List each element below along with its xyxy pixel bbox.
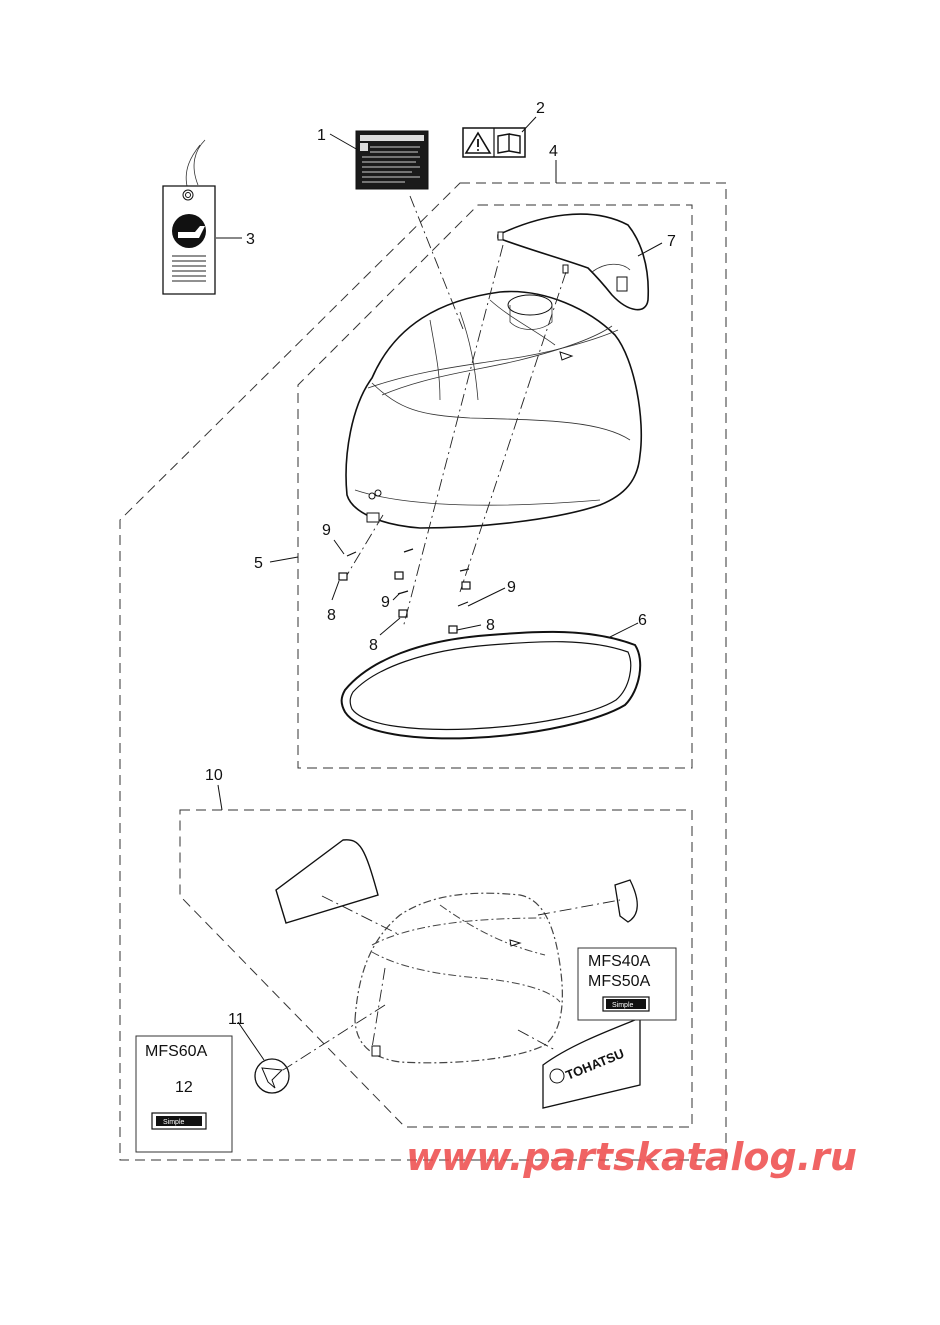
callout-9-center: 9 <box>381 594 390 611</box>
cover-cap <box>497 213 650 311</box>
callout-6: 6 <box>638 612 647 629</box>
emblem-badge <box>254 1058 290 1094</box>
oil-tag <box>162 139 216 295</box>
watermark-text: www.partskatalog.ru <box>406 1135 857 1179</box>
model-label-mfs60a: MFS60A <box>145 1043 208 1060</box>
callout-12: 12 <box>175 1079 193 1096</box>
assembly-lines-upper <box>346 195 567 629</box>
callout-leaders <box>216 116 663 1061</box>
group-5-outline <box>297 204 693 769</box>
model-box-mfs60a: MFS60A Simple <box>135 1035 233 1153</box>
manual-book-icon <box>497 133 521 154</box>
callout-2: 2 <box>536 100 545 117</box>
warning-manual-decal <box>462 127 526 158</box>
callout-3: 3 <box>246 231 255 248</box>
top-cowling <box>345 290 643 529</box>
assembly-lines-lower <box>282 895 621 1071</box>
oil-can-icon <box>172 214 206 248</box>
callout-1: 1 <box>317 127 326 144</box>
warning-triangle-icon <box>464 131 492 154</box>
callout-8-center: 8 <box>369 637 378 654</box>
model-box-mfs40a-mfs50a: MFS40A MFS50A Simple <box>577 947 677 1021</box>
rear-decal-sheet <box>614 879 638 923</box>
callout-4: 4 <box>549 143 558 160</box>
fasteners <box>338 548 471 634</box>
callout-5: 5 <box>254 555 263 572</box>
cowling-seal <box>340 630 642 740</box>
simple-badge-text-a: Simple <box>612 1002 634 1009</box>
group-4-outline <box>119 182 727 1161</box>
callout-11: 11 <box>228 1011 245 1028</box>
callout-9-right: 9 <box>507 579 516 596</box>
callout-8-left: 8 <box>327 607 336 624</box>
callout-10: 10 <box>205 767 223 784</box>
callout-9-left: 9 <box>322 522 331 539</box>
caution-label-decal <box>355 130 429 190</box>
tohatsu-decal: TOHATSU <box>542 1017 641 1109</box>
side-decal-sheet <box>275 839 379 924</box>
callout-7: 7 <box>667 233 676 250</box>
model-label-mfs50a: MFS50A <box>588 973 651 990</box>
cowling-decal-view <box>354 892 563 1064</box>
callout-8-right: 8 <box>486 617 495 634</box>
model-label-mfs40a: MFS40A <box>588 953 651 970</box>
simple-badge-text-b: Simple <box>163 1119 185 1126</box>
